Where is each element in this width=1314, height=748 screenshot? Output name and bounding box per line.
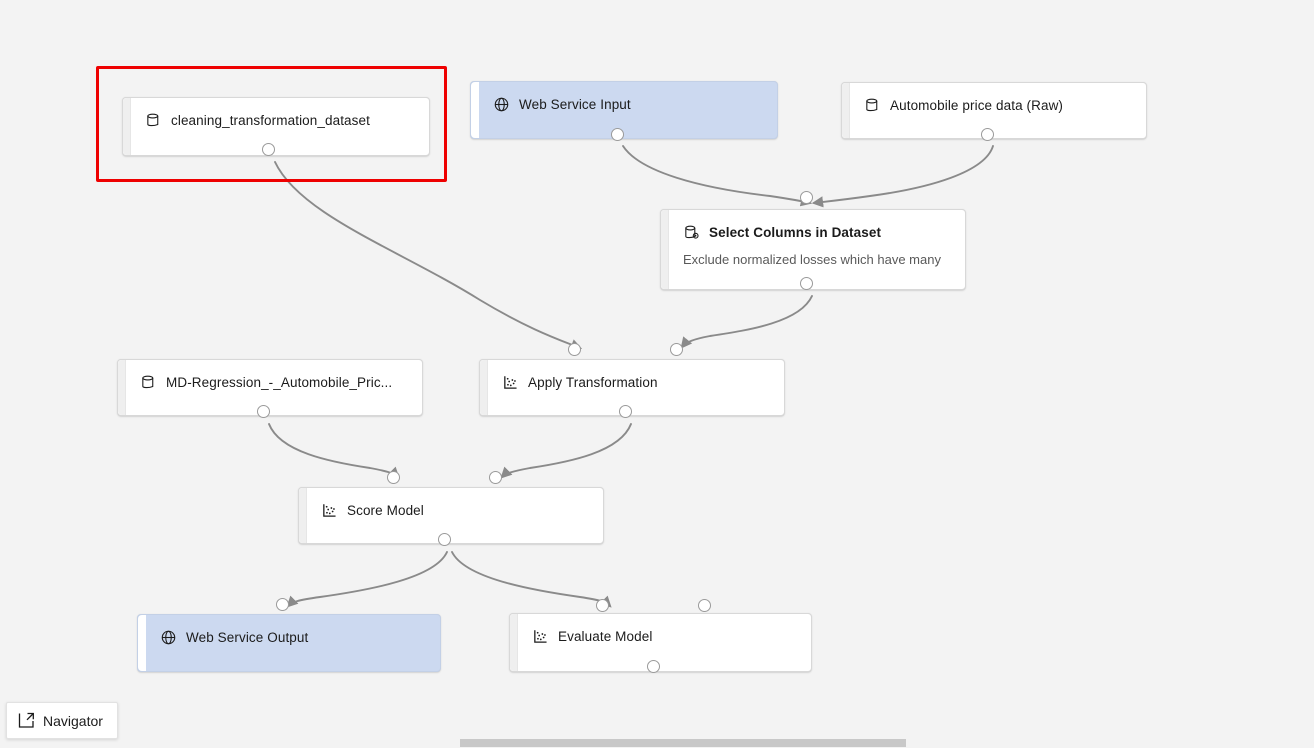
database-icon xyxy=(142,375,154,389)
node-title-row: Web Service Output xyxy=(160,629,428,646)
port-output-web-service-input[interactable] xyxy=(610,127,624,141)
node-body: Apply Transformation xyxy=(488,360,784,415)
database-gear-icon xyxy=(685,225,699,239)
node-accent-strip xyxy=(661,210,669,289)
port-input2-score-model[interactable] xyxy=(488,470,502,484)
node-title: Apply Transformation xyxy=(528,375,658,390)
scatter-plot-icon xyxy=(504,376,517,389)
port-input-apply-transformation[interactable] xyxy=(567,342,581,356)
port-output-evaluate-model[interactable] xyxy=(646,659,660,673)
node-body: cleaning_transformation_dataset xyxy=(131,98,429,155)
node-accent-strip xyxy=(123,98,131,155)
node-web-service-input[interactable]: Web Service Input xyxy=(470,81,778,139)
node-apply-transformation[interactable]: Apply Transformation xyxy=(479,359,785,416)
node-accent-strip xyxy=(138,615,146,671)
node-body: MD-Regression_-_Automobile_Pric... xyxy=(126,360,422,415)
edge-score-to-evaluate xyxy=(451,551,612,608)
node-body: Automobile price data (Raw) xyxy=(850,83,1146,138)
port-output-score-model[interactable] xyxy=(437,532,451,546)
node-title-row: Select Columns in Dataset xyxy=(683,224,953,241)
node-title-row: Web Service Input xyxy=(493,96,765,113)
port-output-automobile-price-data-raw[interactable] xyxy=(980,127,994,141)
database-icon xyxy=(866,98,878,112)
edge-score-to-wsoutput xyxy=(286,551,448,608)
port-input-score-model[interactable] xyxy=(386,470,400,484)
node-body: Web Service Input xyxy=(479,82,777,138)
node-title-row: cleaning_transformation_dataset xyxy=(145,112,417,129)
node-accent-strip xyxy=(299,488,307,543)
node-body: Evaluate Model xyxy=(518,614,811,671)
node-title: Evaluate Model xyxy=(558,629,653,644)
node-accent-strip xyxy=(118,360,126,415)
node-title: Web Service Input xyxy=(519,97,631,112)
node-accent-strip xyxy=(480,360,488,415)
node-body: Web Service Output xyxy=(146,615,440,671)
node-title: cleaning_transformation_dataset xyxy=(171,113,370,128)
globe-icon xyxy=(161,630,176,645)
node-automobile-price-data-raw[interactable]: Automobile price data (Raw) xyxy=(841,82,1147,139)
expand-window-icon xyxy=(18,712,34,728)
node-title: MD-Regression_-_Automobile_Pric... xyxy=(166,375,393,390)
node-body: Score Model xyxy=(307,488,603,543)
node-title: Web Service Output xyxy=(186,630,309,645)
node-title-row: Score Model xyxy=(321,502,591,519)
node-accent-strip xyxy=(842,83,850,138)
port-output-md-regression-automobile-price[interactable] xyxy=(256,404,270,418)
edge-apply-to-score xyxy=(500,423,632,479)
scatter-plot-icon xyxy=(534,630,547,643)
edge-mdregression-to-score xyxy=(268,423,400,479)
node-evaluate-model[interactable]: Evaluate Model xyxy=(509,613,812,672)
edge-cleaning-to-apply xyxy=(274,161,583,350)
edge-wsinput-to-select xyxy=(622,145,813,207)
port-input2-evaluate-model[interactable] xyxy=(697,598,711,612)
scatter-plot-icon xyxy=(323,504,336,517)
port-input-evaluate-model[interactable] xyxy=(595,598,609,612)
port-input2-apply-transformation[interactable] xyxy=(669,342,683,356)
edge-automobile-to-select xyxy=(811,145,994,208)
node-title-row: MD-Regression_-_Automobile_Pric... xyxy=(140,374,410,391)
node-accent-strip xyxy=(510,614,518,671)
globe-icon xyxy=(494,97,509,112)
node-cleaning-transformation-dataset[interactable]: cleaning_transformation_dataset xyxy=(122,97,430,156)
node-web-service-output[interactable]: Web Service Output xyxy=(137,614,441,672)
node-title-row: Automobile price data (Raw) xyxy=(864,97,1134,114)
database-icon xyxy=(147,113,159,127)
node-title: Automobile price data (Raw) xyxy=(890,98,1064,113)
horizontal-scrollbar-track[interactable] xyxy=(0,736,1314,748)
node-accent-strip xyxy=(471,82,479,138)
navigator-button[interactable]: Navigator xyxy=(6,702,118,739)
port-input-web-service-output[interactable] xyxy=(275,597,289,611)
node-title-row: Apply Transformation xyxy=(502,374,772,391)
port-output-apply-transformation[interactable] xyxy=(618,404,632,418)
port-output-select-columns-in-dataset[interactable] xyxy=(799,276,813,290)
port-input-select-columns-in-dataset[interactable] xyxy=(799,190,813,204)
port-output-cleaning-transformation-dataset[interactable] xyxy=(261,142,275,156)
node-score-model[interactable]: Score Model xyxy=(298,487,604,544)
node-subtitle: Exclude normalized losses which have man… xyxy=(683,252,941,267)
node-title: Select Columns in Dataset xyxy=(709,225,882,240)
horizontal-scrollbar-thumb[interactable] xyxy=(460,739,906,747)
node-title: Score Model xyxy=(347,503,424,518)
navigator-label: Navigator xyxy=(43,712,103,729)
edge-select-to-apply xyxy=(680,295,813,349)
node-title-row: Evaluate Model xyxy=(532,628,799,645)
node-md-regression-automobile-price[interactable]: MD-Regression_-_Automobile_Pric... xyxy=(117,359,423,416)
